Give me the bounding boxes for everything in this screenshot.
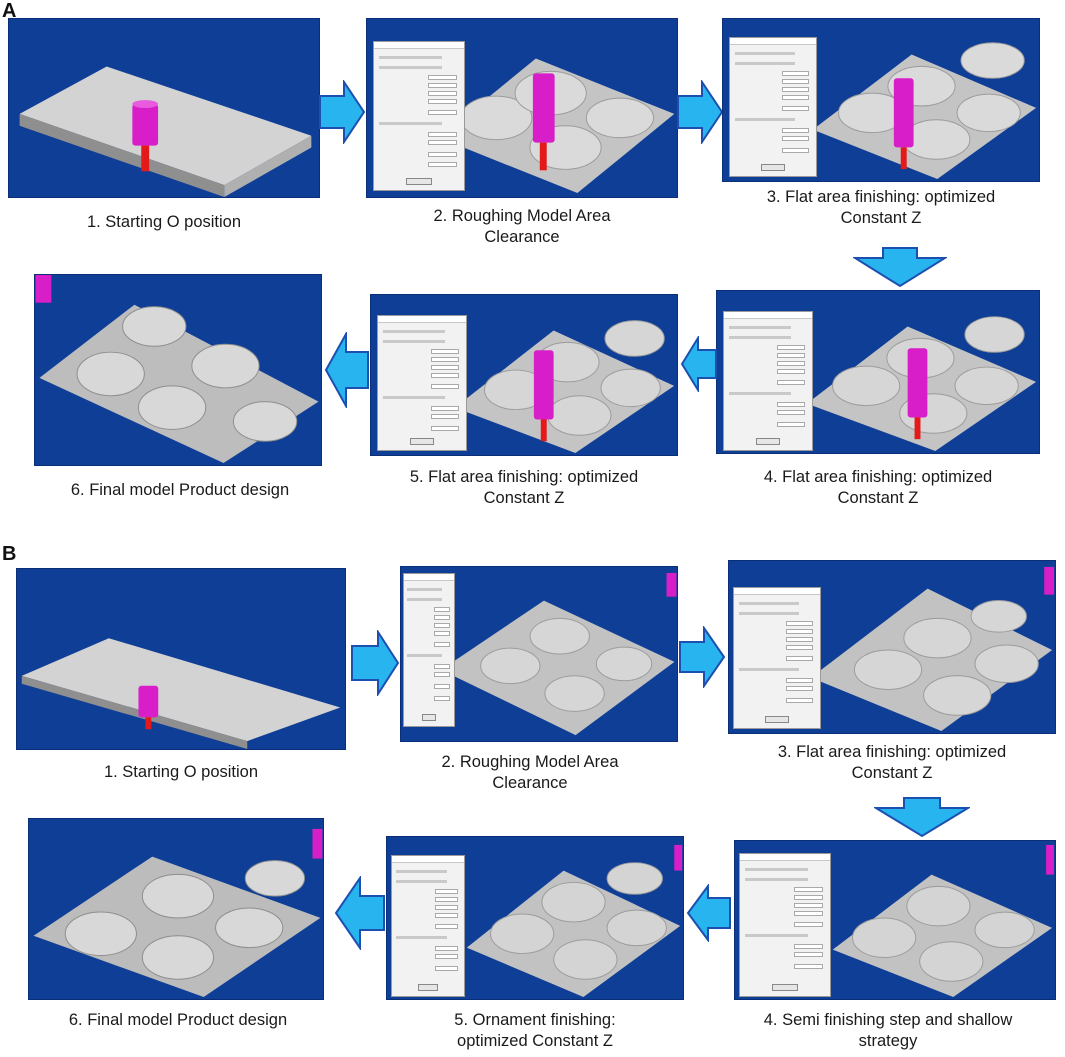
panel-b-step-2-label: 2. Roughing Model Area Clearance [441,753,619,792]
panel-b-step-3-label: 3. Flat area finishing: optimized Consta… [777,743,1007,782]
arrow-down [853,247,947,288]
stock-block [19,66,312,197]
panel-b-step-1-label: 1. Starting O position [103,763,259,781]
arrow-left [680,336,717,392]
panel-b-step-1-image [16,568,346,750]
final-product [33,828,323,998]
arrow-left [334,876,385,950]
cutting-tool [907,348,928,440]
panel-a-step-2-label: 2. Roughing Model Area Clearance [433,207,611,246]
toolpath-statistics-dialog [403,573,455,727]
panel-b-step-5-image [386,836,684,1000]
toolpath-statistics-dialog [391,855,465,997]
toolpath-statistics-dialog [723,311,813,451]
panel-a-step-1-label: 1. Starting O position [86,213,242,231]
arrow-right [677,80,724,144]
panel-a-step-3-image [722,18,1040,182]
panel-a-step-6-label: 6. Final model Product design [70,481,290,499]
panel-b-step-4-image [734,840,1056,1000]
panel-a-step-6-image [34,274,322,466]
panel-b-step-5-label: 5. Ornament finishing: optimized Constan… [454,1011,616,1050]
cutting-tool [132,100,159,172]
toolpath-statistics-dialog [377,315,467,451]
panel-b-step-6-label: 6. Final model Product design [68,1011,288,1029]
arrow-left [324,332,369,408]
machined-plate [454,320,675,454]
panel-a-step-5-label: 5. Flat area finishing: optimized Consta… [409,468,639,507]
machined-plate [832,844,1054,998]
arrow-left [686,884,731,942]
panel-b-step-3-image [728,560,1056,734]
panel-a-step-2-image [366,18,678,198]
panel-a-step-4-label: 4. Flat area finishing: optimized Consta… [763,468,993,507]
cutting-tool [138,685,159,730]
toolpath-statistics-dialog [373,41,465,191]
panel-b-step-4-label: 4. Semi finishing step and shallow strat… [763,1011,1013,1050]
cutting-tool [533,350,554,442]
cutting-tool [893,78,914,170]
machined-plate [806,316,1037,452]
panel-letter-b: B [2,543,17,565]
arrow-down [874,797,970,838]
arrow-right [351,630,400,696]
panel-letter-a: A [2,0,17,22]
arrow-right [679,626,726,688]
toolpath-statistics-dialog [729,37,817,177]
toolpath-statistics-dialog [739,853,831,997]
panel-b-step-6-image [28,818,324,1000]
machined-plate [466,844,683,998]
machined-plate [812,42,1037,180]
machined-plate [438,58,675,194]
machined-plate [441,572,677,736]
toolpath-statistics-dialog [733,587,821,729]
panel-a-step-3-label: 3. Flat area finishing: optimized Consta… [766,188,996,227]
cutting-tool [532,73,555,171]
machined-plate [810,566,1055,732]
panel-b-step-2-image [400,566,678,742]
panel-a-step-4-image [716,290,1040,454]
stock-block [21,638,341,749]
final-product [35,275,319,464]
panel-a-step-5-image [370,294,678,456]
panel-a-step-1-image [8,18,320,198]
arrow-right [319,80,366,144]
